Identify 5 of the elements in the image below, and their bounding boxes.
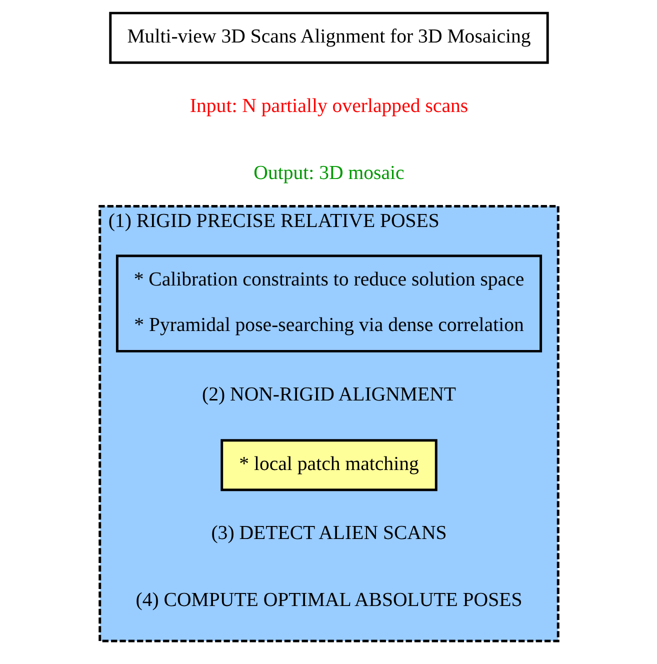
node-box: Multi-view 3D Scans Alignment for 3D Mosaicing — [108, 12, 548, 64]
node-box: * local patch matching — [220, 439, 437, 492]
label: Input: N partially overlapped scans — [189, 94, 468, 117]
label: Output: 3D mosaic — [253, 162, 404, 184]
node-box: * Calibration constraints to reduce solution space * Pyramidal pose-searching via dense correlation — [115, 254, 542, 352]
